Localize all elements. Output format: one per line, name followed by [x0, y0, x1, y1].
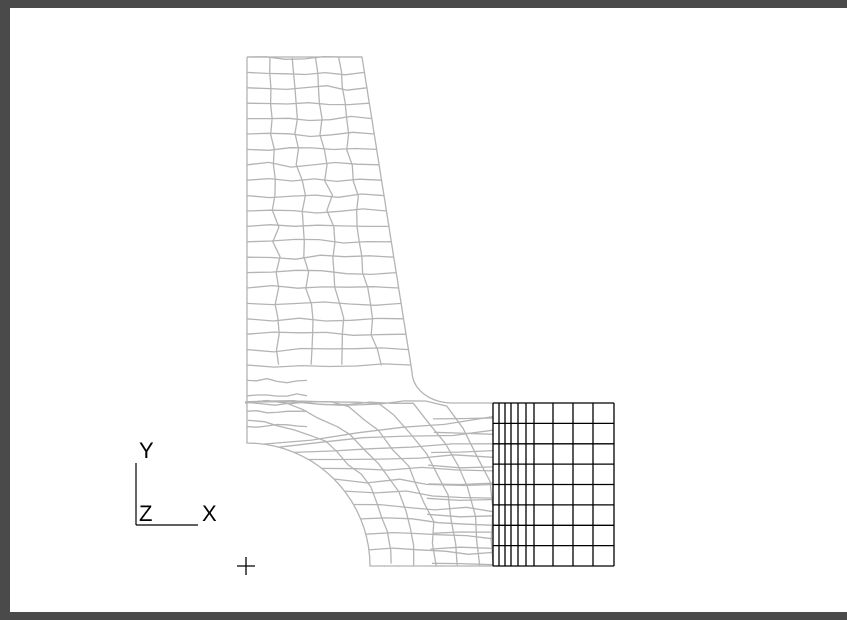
- mesh-transition-line: [333, 478, 494, 487]
- mesh-row-line: [246, 269, 397, 276]
- unstructured-mesh: [244, 55, 494, 567]
- mesh-row-line: [246, 131, 375, 138]
- mesh-row-line: [246, 177, 382, 183]
- mesh-transition-line: [365, 531, 494, 540]
- mesh-transition-line: [360, 517, 494, 526]
- viewport-frame-bottom: [0, 612, 847, 620]
- mesh-ring-line: [247, 419, 392, 564]
- mesh-row-line: [246, 393, 308, 397]
- mesh-strip-row: [428, 482, 494, 486]
- viewport-frame-top: [0, 0, 847, 8]
- mesh-transition-line: [278, 429, 494, 448]
- mesh-transition-line: [263, 415, 494, 445]
- mesh-row-line: [246, 363, 411, 368]
- triad-z-label: Z: [139, 501, 153, 526]
- mesh-ring-line: [245, 400, 494, 565]
- mesh-ring-line: [246, 399, 415, 566]
- mesh-strip-row: [433, 431, 494, 435]
- mesh-row-line: [246, 208, 387, 214]
- mesh-row-line: [246, 161, 380, 168]
- mesh-transition-line: [353, 503, 494, 513]
- mesh-ring-line: [245, 401, 481, 566]
- mesh-row-line: [246, 193, 385, 199]
- mesh-row-line: [246, 102, 370, 106]
- mesh-column-line: [337, 56, 383, 366]
- mesh-strip-row: [432, 417, 494, 420]
- mesh-row-line: [246, 317, 404, 322]
- structured-mesh: [492, 402, 615, 567]
- mesh-transition-line: [321, 466, 494, 472]
- origin-marker-icon: [237, 557, 255, 575]
- mesh-strip-row: [428, 464, 494, 469]
- mesh-row-line: [246, 147, 377, 151]
- mesh-strip-row: [431, 562, 494, 566]
- mesh-transition-line: [308, 454, 494, 461]
- mesh-row-line: [246, 423, 308, 428]
- coordinate-triad: [135, 463, 198, 526]
- viewport-frame-left: [0, 0, 10, 620]
- mesh-row-line: [246, 347, 409, 353]
- triad-y-label: Y: [139, 438, 154, 463]
- mesh-row-line: [246, 301, 402, 306]
- mesh-column-line: [314, 56, 345, 365]
- mesh-transition-line: [368, 547, 494, 555]
- mesh-row-line: [246, 410, 308, 414]
- mesh-row-line: [246, 377, 308, 384]
- mesh-row-line: [246, 238, 392, 244]
- mesh-row-line: [247, 115, 372, 122]
- mesh-row-line: [246, 224, 389, 228]
- mesh-row-line: [246, 284, 399, 289]
- mesh-strip-row: [427, 513, 494, 518]
- mesh-row-line: [246, 71, 365, 76]
- mesh-strip-row: [426, 497, 494, 502]
- mesh-strip-row: [430, 546, 494, 550]
- triad-x-label: X: [202, 501, 217, 526]
- mesh-strip-row: [432, 531, 494, 534]
- mesh-row-line: [246, 55, 362, 60]
- mesh-strip-row: [431, 449, 494, 454]
- mesh-row-line: [246, 254, 394, 260]
- mesh-row-line: [246, 85, 367, 91]
- mesh-row-line: [246, 331, 407, 336]
